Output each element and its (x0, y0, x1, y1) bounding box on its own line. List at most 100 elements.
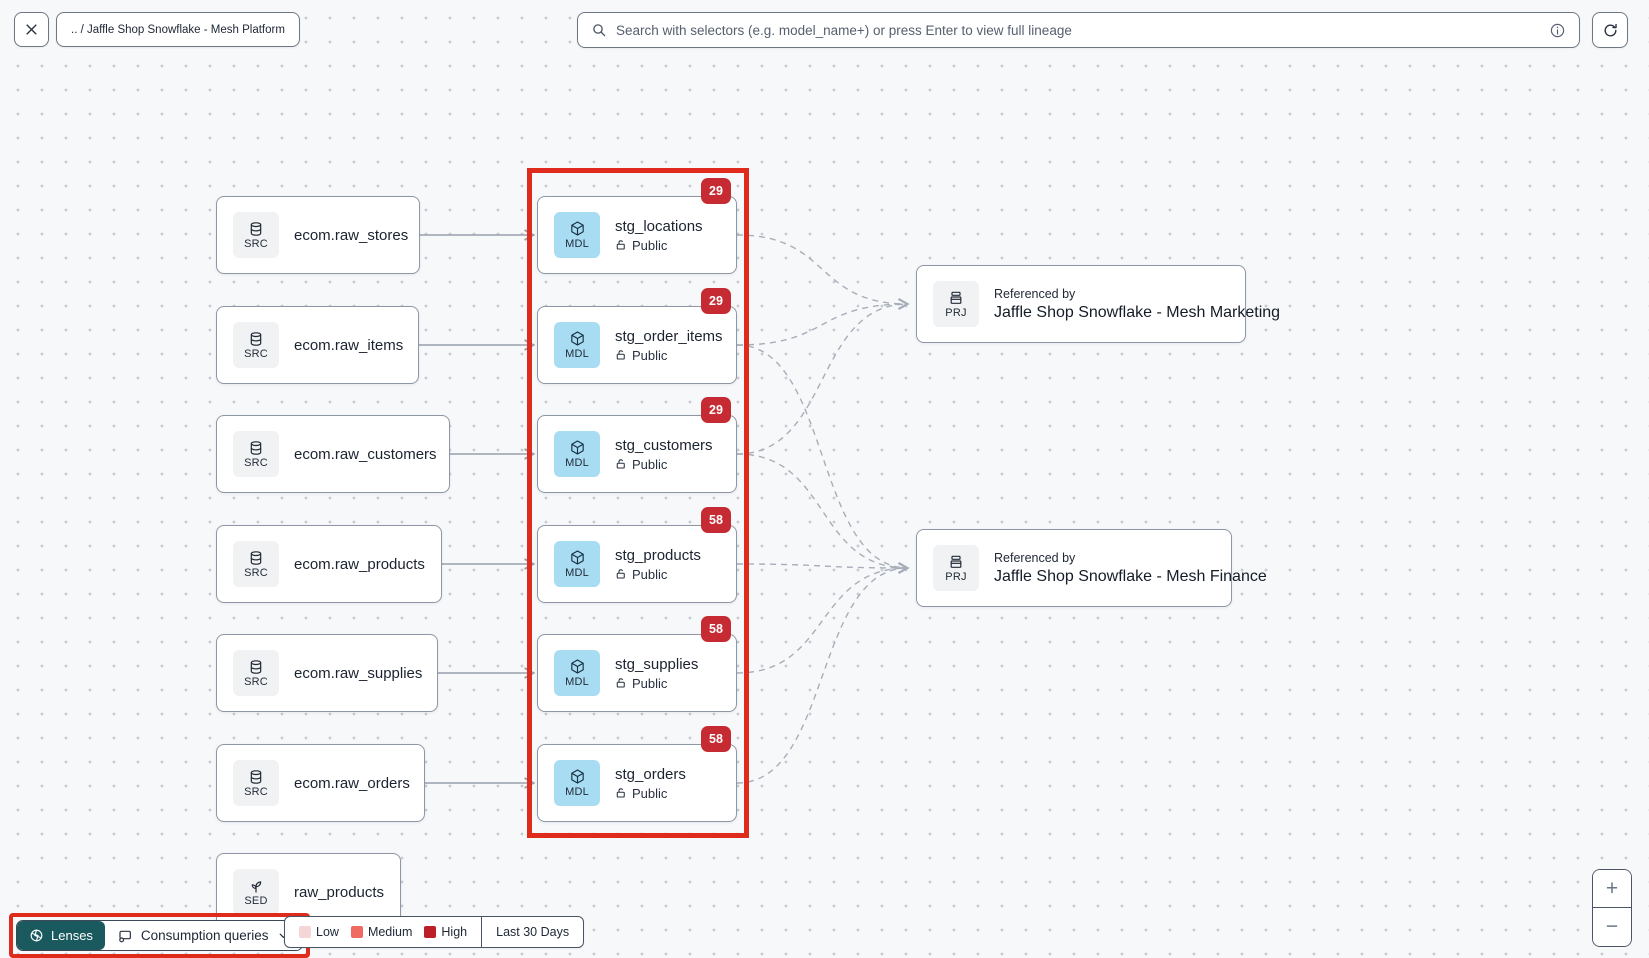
lenses-button-label: Lenses (51, 928, 93, 943)
sprout-icon (251, 880, 262, 893)
lens-aperture-icon (30, 929, 43, 942)
source-tile: SRC (233, 650, 279, 696)
node-type-tag: SED (244, 894, 268, 907)
node-type-tag: SRC (244, 675, 268, 688)
model-tile: MDL (554, 760, 600, 806)
model-tile: MDL (554, 431, 600, 477)
model-tile: MDL (554, 650, 600, 696)
legend-item: High (424, 925, 467, 939)
node-name: stg_supplies (615, 655, 699, 673)
archive-box-icon (950, 291, 962, 304)
consumption-count-badge: 29 (701, 397, 731, 423)
time-range-label: Last 30 Days (496, 925, 570, 939)
project-node[interactable]: PRJ Referenced by Jaffle Shop Snowflake … (916, 265, 1280, 343)
node-name: stg_locations (615, 217, 703, 235)
lineage-edge-dashed (736, 234, 910, 310)
model-node[interactable]: 58 MDL stg_orders Public (537, 726, 737, 822)
node-type-tag: MDL (565, 348, 589, 360)
lenses-button[interactable]: Lenses (17, 921, 105, 950)
node-type-tag: SRC (244, 566, 268, 579)
access-row: Public (615, 457, 713, 472)
node-type-tag: MDL (565, 676, 589, 688)
info-icon[interactable] (1549, 22, 1566, 39)
model-node[interactable]: 29 MDL stg_order_items Public (537, 288, 737, 384)
legend-label: Medium (367, 925, 413, 939)
source-tile: SRC (233, 760, 279, 806)
heat-legend: Low Medium High Last 30 Days (284, 916, 585, 948)
access-row: Public (615, 676, 698, 691)
source-tile: SRC (233, 541, 279, 587)
node-type-tag: SRC (244, 347, 268, 360)
source-tile: SRC (233, 322, 279, 368)
unlock-icon (616, 678, 625, 688)
lenses-toolbar: Lenses Consumption queries (16, 920, 303, 951)
model-tile: MDL (554, 541, 600, 587)
consumption-count-badge: 29 (701, 178, 731, 204)
database-icon (250, 331, 262, 346)
database-icon (250, 550, 262, 565)
cube-icon (570, 221, 584, 236)
model-node[interactable]: 58 MDL stg_supplies Public (537, 616, 737, 712)
zoom-in-icon: + (1605, 876, 1619, 900)
node-name: stg_customers (615, 436, 713, 454)
close-button[interactable] (14, 12, 49, 47)
lineage-edge-dashed (736, 344, 910, 574)
access-row: Public (615, 238, 703, 253)
access-label: Public (632, 566, 668, 582)
legend-items: Low Medium High (285, 917, 481, 947)
node-type-tag: PRJ (945, 306, 967, 319)
project-node[interactable]: PRJ Referenced by Jaffle Shop Snowflake … (916, 529, 1267, 607)
search-bar[interactable] (577, 12, 1580, 48)
source-node[interactable]: SRC ecom.raw_items (216, 306, 419, 384)
referenced-by-label: Referenced by (994, 550, 1076, 565)
legend-label: Low (316, 925, 339, 939)
source-node[interactable]: SRC ecom.raw_customers (216, 415, 450, 493)
database-icon (250, 659, 262, 674)
database-icon (250, 440, 262, 455)
node-name: raw_products (294, 883, 385, 901)
model-node[interactable]: 58 MDL stg_products Public (537, 507, 737, 603)
zoom-out-icon: − (1605, 915, 1619, 938)
cube-icon (570, 550, 584, 565)
source-node[interactable]: SRC ecom.raw_supplies (216, 634, 438, 712)
node-name: ecom.raw_stores (294, 226, 409, 244)
refresh-button[interactable] (1592, 12, 1628, 48)
node-name: stg_products (615, 546, 701, 564)
unlock-icon (616, 459, 625, 469)
consumption-count-badge: 58 (701, 726, 731, 752)
source-node[interactable]: SRC ecom.raw_orders (216, 744, 425, 822)
access-label: Public (632, 237, 668, 253)
lens-dropdown-value: Consumption queries (140, 928, 269, 943)
lens-dropdown[interactable]: Consumption queries (104, 921, 302, 950)
node-name: stg_orders (615, 765, 686, 783)
cube-icon (570, 769, 584, 784)
source-node[interactable]: SRC ecom.raw_products (216, 525, 442, 603)
project-tile: PRJ (933, 545, 979, 591)
node-type-tag: MDL (565, 457, 589, 469)
node-type-tag: MDL (565, 238, 589, 250)
model-node[interactable]: 29 MDL stg_locations Public (537, 178, 737, 274)
project-name: Jaffle Shop Snowflake - Mesh Finance (994, 567, 1267, 585)
consumption-count-badge: 29 (701, 288, 731, 314)
zoom-in-button[interactable]: + (1593, 870, 1631, 908)
access-label: Public (632, 456, 668, 472)
zoom-out-button[interactable]: − (1593, 908, 1631, 946)
access-label: Public (632, 675, 668, 691)
lineage-edge-dashed (736, 562, 910, 674)
source-tile: SRC (233, 431, 279, 477)
node-name: stg_order_items (615, 327, 723, 345)
time-range-button[interactable]: Last 30 Days (482, 917, 583, 947)
model-node[interactable]: 29 MDL stg_customers Public (537, 397, 737, 493)
node-type-tag: SRC (244, 456, 268, 469)
search-input[interactable] (616, 22, 1540, 38)
node-name: ecom.raw_items (294, 336, 404, 354)
node-type-tag: SRC (244, 785, 268, 798)
source-node[interactable]: SRC ecom.raw_stores (216, 196, 420, 274)
close-icon (26, 24, 37, 35)
cube-icon (570, 331, 584, 346)
seed-tile: SED (233, 869, 279, 915)
node-name: ecom.raw_orders (294, 774, 410, 792)
breadcrumb[interactable]: .. / Jaffle Shop Snowflake - Mesh Platfo… (56, 12, 300, 47)
